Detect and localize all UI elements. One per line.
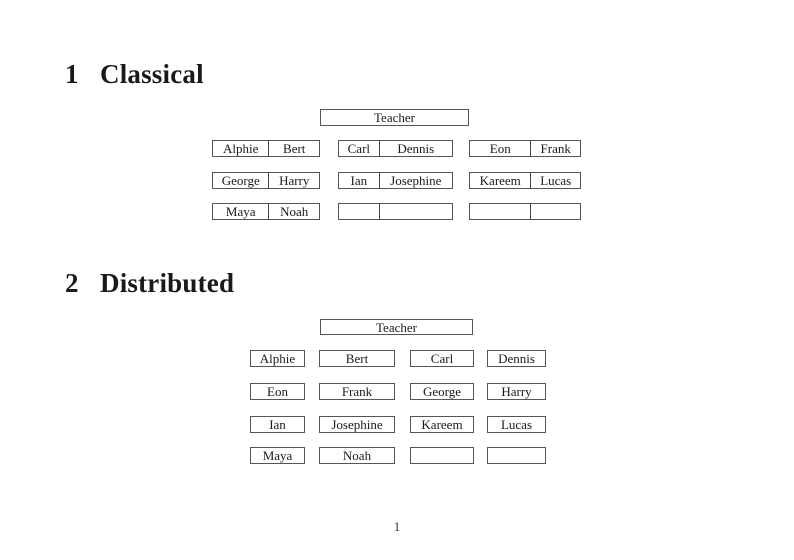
desk: Kareem Lucas [469,172,581,189]
seat-cell: Harry [268,173,319,188]
seat-cell [339,204,379,219]
desk: Eon Frank [469,140,581,157]
student-box: Eon [250,383,305,400]
seat-cell: Ian [350,173,368,188]
section-heading-classical: 1 Classical [65,61,204,88]
student-box: George [410,383,474,400]
student-box [487,447,546,464]
desk: Carl Dennis [338,140,453,157]
seat-cell: Kareem [479,173,521,188]
student-box: Lucas [487,416,546,433]
teacher-label: Teacher [374,110,415,125]
seat-cell [378,204,452,219]
seat-cell: Noah [268,204,319,219]
student-box: Frank [319,383,395,400]
desk: Alphie Bert [212,140,320,157]
teacher-box: Teacher [320,319,473,335]
teacher-box: Teacher [320,109,469,126]
section-number: 2 [65,268,79,298]
teacher-label: Teacher [376,319,417,335]
section-title: Classical [100,59,204,89]
seat-cell [530,204,580,219]
section-heading-distributed: 2 Distributed [65,270,234,297]
distributed-diagram: Teacher Alphie Bert Carl Dennis Eon Fran… [250,319,546,465]
student-box: Maya [250,447,305,464]
classical-diagram: Teacher Alphie Bert Carl Dennis Eon Fran… [212,109,581,221]
seat-cell: Frank [530,141,580,156]
seat-cell: Alphie [223,141,259,156]
seat-cell [470,204,530,219]
student-box: Josephine [319,416,395,433]
student-box: Kareem [410,416,474,433]
seat-cell: Carl [347,141,371,156]
section-title: Distributed [100,268,235,298]
desk [469,203,581,220]
section-number: 1 [65,59,79,89]
student-box: Harry [487,383,546,400]
seat-cell: Josephine [378,173,452,188]
seat-cell: Lucas [530,173,580,188]
desk [338,203,453,220]
student-box: Ian [250,416,305,433]
desk: Maya Noah [212,203,320,220]
student-box: Noah [319,447,395,464]
desk: George Harry [212,172,320,189]
student-box: Alphie [250,350,305,367]
seat-cell: George [221,173,260,188]
desk: Ian Josephine [338,172,453,189]
seat-cell: Eon [489,141,511,156]
seat-cell: Maya [225,204,256,219]
student-box: Carl [410,350,474,367]
page-number: 1 [393,519,401,534]
seat-cell: Bert [268,141,319,156]
student-box: Bert [319,350,395,367]
student-box: Dennis [487,350,546,367]
student-box [410,447,474,464]
seat-cell: Dennis [378,141,452,156]
